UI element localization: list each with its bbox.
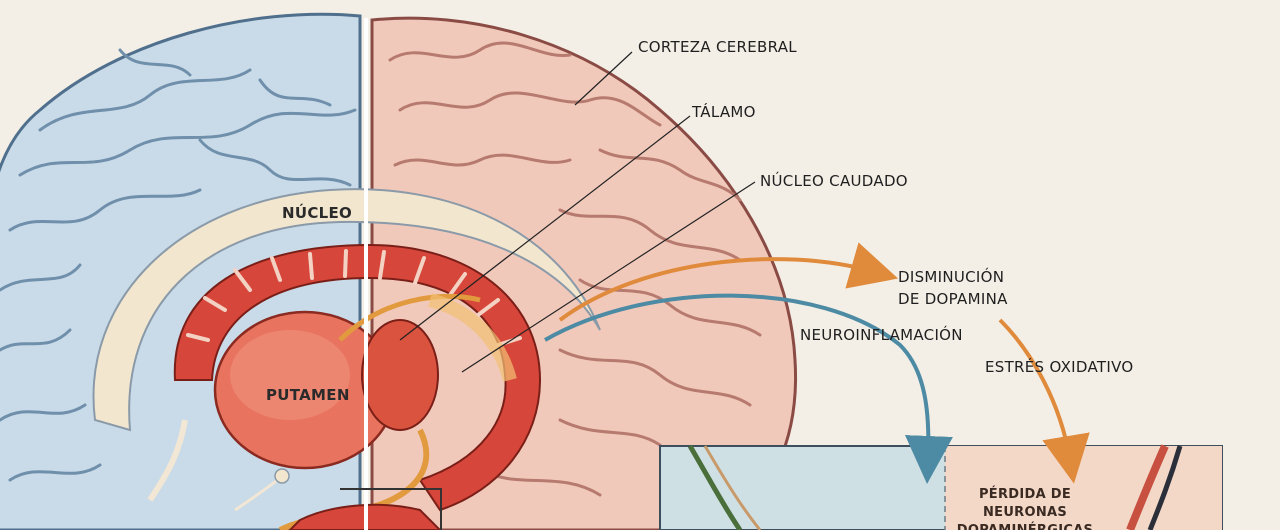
label-neuroinflamacion: NEUROINFLAMACIÓN: [800, 325, 963, 344]
inset-frame-top: [340, 488, 442, 490]
neuroinflammation-arrow: [544, 293, 953, 484]
label-dopamina-line1: DISMINUCIÓN: [898, 267, 1004, 286]
label-nucleo: NÚCLEO: [282, 203, 352, 222]
label-talamo: TÁLAMO: [691, 102, 756, 121]
corteza-leader: [574, 51, 633, 106]
label-putamen: PUTAMEN: [266, 386, 350, 404]
label-corteza: CORTEZA CEREBRAL: [638, 38, 797, 56]
label-caudado: NÚCLEO CAUDADO: [760, 171, 908, 190]
label-perdida-line2: NEURONAS: [983, 505, 1067, 520]
dopamine-arrow: [558, 242, 899, 322]
deep-structures: [92, 188, 601, 530]
label-estres: ESTRÉS OXIDATIVO: [985, 357, 1133, 376]
caudado-leader: [461, 181, 756, 373]
neuron-loss-panel: [659, 444, 1223, 530]
label-dopamina-line2: DE DOPAMINA: [898, 290, 1008, 308]
oxidative-stress-arrow: [998, 318, 1090, 484]
label-perdida-line1: PÉRDIDA DE: [979, 486, 1071, 502]
inset-frame-edge: [440, 488, 442, 530]
label-perdida-line3: DOPAMINÉRGICAS: [957, 522, 1093, 530]
talamo-leader: [399, 115, 691, 341]
